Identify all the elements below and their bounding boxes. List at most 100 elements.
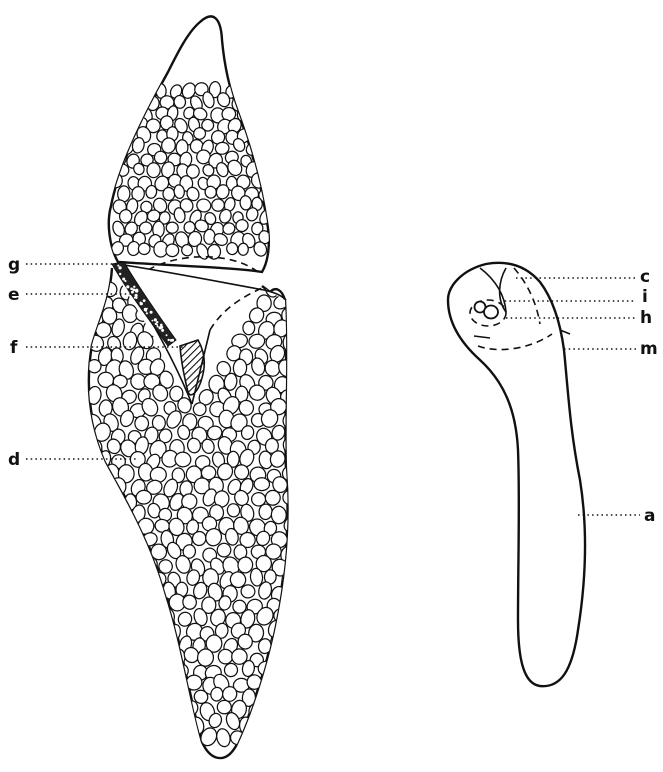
tissue-cell <box>138 624 152 638</box>
tissue-cell <box>133 727 149 746</box>
tissue-cell <box>89 546 106 563</box>
right-body-outline <box>448 263 585 686</box>
tissue-cell <box>162 661 176 676</box>
tissue-cell <box>165 244 179 257</box>
tissue-cell <box>129 583 145 602</box>
tissue-cell <box>245 93 259 109</box>
stipple-dot <box>152 320 154 322</box>
stipple-dot <box>155 323 157 325</box>
tissue-cell <box>150 624 166 643</box>
tissue-cell <box>104 648 120 666</box>
tissue-cell <box>87 491 107 510</box>
tissue-cell <box>111 105 126 119</box>
stipple-dot <box>124 280 126 282</box>
tissue-cell <box>113 531 130 552</box>
tissue-cell <box>279 676 298 697</box>
tissue-cell <box>92 632 115 655</box>
tissue-cell <box>127 688 149 711</box>
i-large-circle <box>484 306 498 319</box>
tissue-cell <box>143 581 162 602</box>
stipple-dot <box>166 334 168 336</box>
tissue-cell <box>139 647 154 664</box>
tissue-cell <box>251 81 264 97</box>
tissue-cell <box>159 714 176 734</box>
stipple-dot <box>119 266 122 269</box>
tissue-cell <box>98 608 113 624</box>
tissue-cell <box>108 128 124 145</box>
stipple-dot <box>161 329 164 332</box>
tissue-cell <box>101 544 121 564</box>
tissue-cell <box>135 416 149 431</box>
tissue-cell <box>259 504 273 520</box>
tissue-cell <box>283 490 296 504</box>
tissue-cell <box>236 80 253 99</box>
tissue-cell <box>122 570 140 588</box>
stipple-dot <box>119 273 121 275</box>
tissue-cell <box>136 701 155 721</box>
tissue-cell <box>89 281 107 302</box>
tissue-cell <box>127 663 145 680</box>
tissue-cell <box>238 243 248 255</box>
stipple-dot <box>140 302 143 305</box>
tissue-cell <box>125 81 139 97</box>
tissue-cell <box>145 711 161 729</box>
left-specimen <box>83 16 300 758</box>
tissue-cell <box>272 713 288 730</box>
stipple-dot <box>150 311 153 314</box>
tissue-cell <box>280 623 297 643</box>
label-e: e <box>8 285 20 305</box>
tissue-cell <box>154 699 169 715</box>
label-f: f <box>10 338 18 358</box>
tissue-cell <box>177 692 190 706</box>
tissue-cell <box>254 477 270 491</box>
tissue-cell <box>165 728 183 746</box>
right-specimen <box>448 263 585 686</box>
tissue-cell <box>117 519 136 538</box>
tissue-cell <box>135 672 154 692</box>
tissue-cell <box>136 490 153 505</box>
tissue-cell <box>115 118 133 137</box>
tissue-cell <box>126 103 142 118</box>
tissue-cell <box>94 531 112 551</box>
tissue-cell <box>109 609 127 631</box>
label-h: h <box>640 308 652 328</box>
tissue-cell <box>94 580 112 600</box>
tissue-cell <box>245 727 263 745</box>
tissue-cell <box>250 127 268 146</box>
tissue-cell <box>282 593 300 612</box>
tissue-cell <box>166 222 179 234</box>
tissue-cell <box>104 573 122 590</box>
tissue-cell <box>91 619 107 639</box>
tissue-cell <box>104 516 120 532</box>
label-c: c <box>640 267 650 287</box>
tissue-cell <box>130 93 146 109</box>
stipple-dot <box>130 288 133 291</box>
tissue-cell <box>254 117 271 133</box>
tissue-cell <box>279 725 298 744</box>
tissue-cell <box>107 555 128 578</box>
tissue-cell <box>108 700 121 719</box>
tissue-cell <box>115 714 131 732</box>
tissue-cell <box>258 137 274 155</box>
tissue-cell <box>268 688 287 708</box>
tissue-cell <box>156 687 175 705</box>
tissue-cell <box>85 724 104 745</box>
tissue-cell <box>120 726 138 745</box>
stipple-dot <box>135 289 138 292</box>
tissue-cell <box>165 675 183 692</box>
tissue-cell <box>94 712 114 731</box>
tissue-cell <box>97 504 116 523</box>
tissue-cell <box>153 725 168 742</box>
tissue-cell <box>140 84 155 98</box>
tissue-cell <box>127 634 147 653</box>
stipple-dot <box>160 324 163 327</box>
tissue-cell <box>266 703 280 718</box>
tissue-cell <box>94 554 111 572</box>
label-g: g <box>8 255 20 275</box>
tissue-cell <box>98 661 114 679</box>
tissue-cell <box>86 645 105 665</box>
tissue-cell <box>96 686 116 707</box>
tissue-cell <box>162 187 175 201</box>
tissue-cell <box>102 727 117 744</box>
stipple-dot <box>135 294 138 297</box>
